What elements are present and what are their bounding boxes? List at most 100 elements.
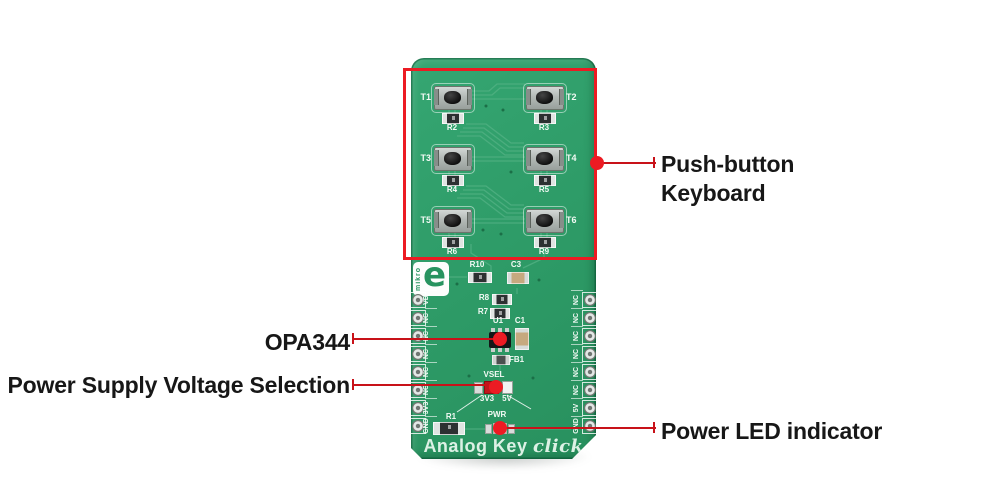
mikroe-logo: mikro e	[413, 262, 449, 296]
switch-label-t6: T6	[566, 215, 577, 225]
silk-5v: 5V	[502, 394, 512, 403]
ferrite-bead-fb1	[492, 355, 510, 365]
resistor-r1	[433, 422, 465, 435]
opa344-callout-line	[353, 338, 498, 340]
mikrobus-pad-right-1	[582, 292, 596, 308]
push-button-keyboard-label: Push-button Keyboard	[661, 150, 794, 208]
pad-hole	[584, 312, 596, 324]
pad-hole	[412, 420, 424, 432]
resistor-r10	[468, 272, 492, 283]
pin-label-nc: NC	[573, 294, 580, 306]
switch-cap	[536, 152, 553, 165]
pin-label-gnd: GND	[423, 418, 430, 434]
mikroe-logo-letter: e	[422, 255, 446, 295]
pad-hole	[584, 402, 596, 414]
keyboard-callout-dot	[590, 156, 604, 170]
push-button-keyboard-label-line1: Push-button	[661, 151, 795, 177]
switch-cap	[536, 214, 553, 227]
switch-label-t1: T1	[420, 92, 431, 102]
vsel-callout-tick	[352, 379, 354, 390]
power-supply-voltage-selection-label: Power Supply Voltage Selection	[7, 372, 351, 398]
pad-hole	[412, 366, 424, 378]
mikrobus-pad-left-1	[411, 292, 426, 308]
mikrobus-pad-left-8	[411, 418, 426, 434]
silk-c1: C1	[514, 316, 526, 325]
silk-r8: R8	[478, 293, 490, 302]
resistor-r7	[490, 308, 510, 319]
mikrobus-pad-left-7	[411, 400, 426, 416]
pin-label-nc: NC	[573, 366, 580, 378]
pad-hole	[412, 312, 424, 324]
switch-cap	[536, 91, 553, 104]
pin-label-nc: NC	[423, 384, 430, 396]
pin-label-nc: NC	[573, 330, 580, 342]
mikroe-logo-brand: mikro	[415, 266, 422, 292]
push-button-keyboard-label-line2: Keyboard	[661, 180, 766, 206]
mikrobus-pad-right-2	[582, 310, 596, 326]
resistor-r5	[534, 175, 556, 186]
pin-label-5v: 5V	[573, 403, 580, 413]
capacitor-c3	[507, 272, 529, 284]
mikrobus-pad-right-6	[582, 382, 596, 398]
silk-r6: R6	[446, 247, 458, 256]
capacitor-c1	[515, 328, 529, 350]
led-pad-left	[485, 424, 492, 434]
tact-switch-t6	[526, 209, 564, 233]
pad-hole	[584, 294, 596, 306]
opa344-callout-dot	[493, 332, 507, 346]
silk-r4: R4	[446, 185, 458, 194]
pwr-led-callout-dot	[493, 421, 507, 435]
silk-c3: C3	[510, 260, 522, 269]
board-title-script: click	[532, 436, 584, 457]
mikrobus-pad-left-6	[411, 382, 426, 398]
pad-hole	[584, 330, 596, 342]
board-title: Analog Key click	[411, 436, 596, 457]
keyboard-callout-tick	[653, 157, 655, 168]
resistor-r6	[442, 237, 464, 248]
silk-pwr: PWR	[487, 410, 507, 419]
resistor-r4	[442, 175, 464, 186]
switch-cap	[444, 91, 461, 104]
pin-label-nc: NC	[573, 312, 580, 324]
pad-hole	[584, 366, 596, 378]
silk-r9: R9	[538, 247, 550, 256]
mikrobus-pad-left-2	[411, 310, 426, 326]
silk-r1: R1	[445, 412, 457, 421]
silk-r5: R5	[538, 185, 550, 194]
pwr-led-callout-tick	[653, 422, 655, 433]
switch-label-t4: T4	[566, 153, 577, 163]
pad-hole	[412, 348, 424, 360]
power-led-indicator-label: Power LED indicator	[661, 418, 883, 444]
mikrobus-pad-right-4	[582, 346, 596, 362]
board-title-main: Analog Key	[423, 436, 528, 456]
silk-r2: R2	[446, 123, 458, 132]
tact-switch-t5	[434, 209, 472, 233]
pad-hole	[584, 420, 596, 432]
pin-label-3v3: 3V3	[423, 401, 430, 415]
resistor-r2	[442, 113, 464, 124]
opa344-label: OPA344	[264, 329, 351, 355]
pin-label-nc: NC	[423, 330, 430, 342]
switch-label-t3: T3	[420, 153, 431, 163]
tact-switch-t1	[434, 86, 472, 110]
pad-hole	[412, 294, 424, 306]
pin-label-nc: NC	[423, 366, 430, 378]
silk-r3: R3	[538, 123, 550, 132]
switch-cap	[444, 214, 461, 227]
vsel-pad-right	[502, 381, 513, 394]
silk-fb1: FB1	[509, 355, 525, 364]
mikrobus-pad-left-4	[411, 346, 426, 362]
switch-label-t5: T5	[420, 215, 431, 225]
pin-label-nc: NC	[423, 312, 430, 324]
mikrobus-pad-right-7	[582, 400, 596, 416]
pad-hole	[584, 384, 596, 396]
resistor-r9	[534, 237, 556, 248]
pin-label-vd: VD	[423, 295, 430, 305]
silk-u1: U1	[492, 316, 504, 325]
vsel-callout-dot	[489, 380, 503, 394]
silk-3v3: 3V3	[479, 394, 495, 403]
silk-vsel: VSEL	[483, 370, 505, 379]
keyboard-callout-line	[596, 162, 656, 164]
pin-label-nc: NC	[573, 348, 580, 360]
